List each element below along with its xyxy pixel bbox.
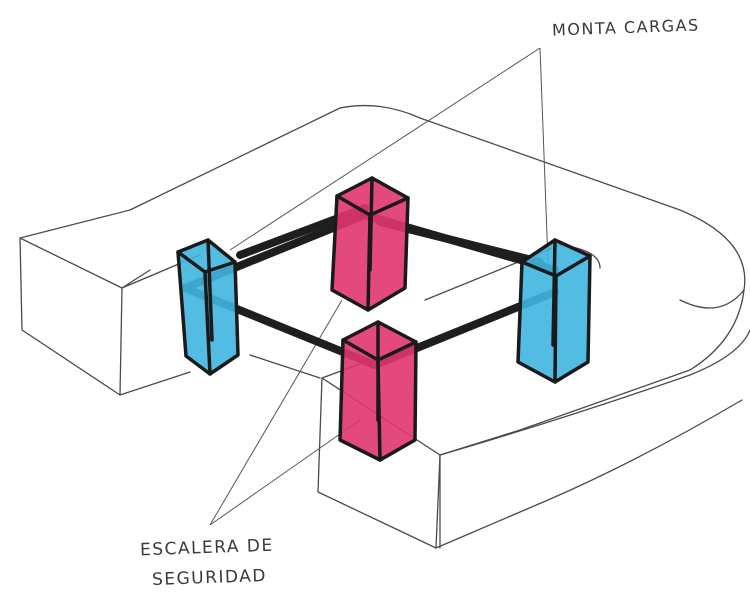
montacargas-left — [178, 240, 238, 374]
escalera-back — [332, 178, 408, 310]
escalera-label-line2: SEGURIDAD — [152, 566, 268, 590]
montacargas-right — [518, 240, 590, 382]
escalera-front — [340, 322, 416, 460]
